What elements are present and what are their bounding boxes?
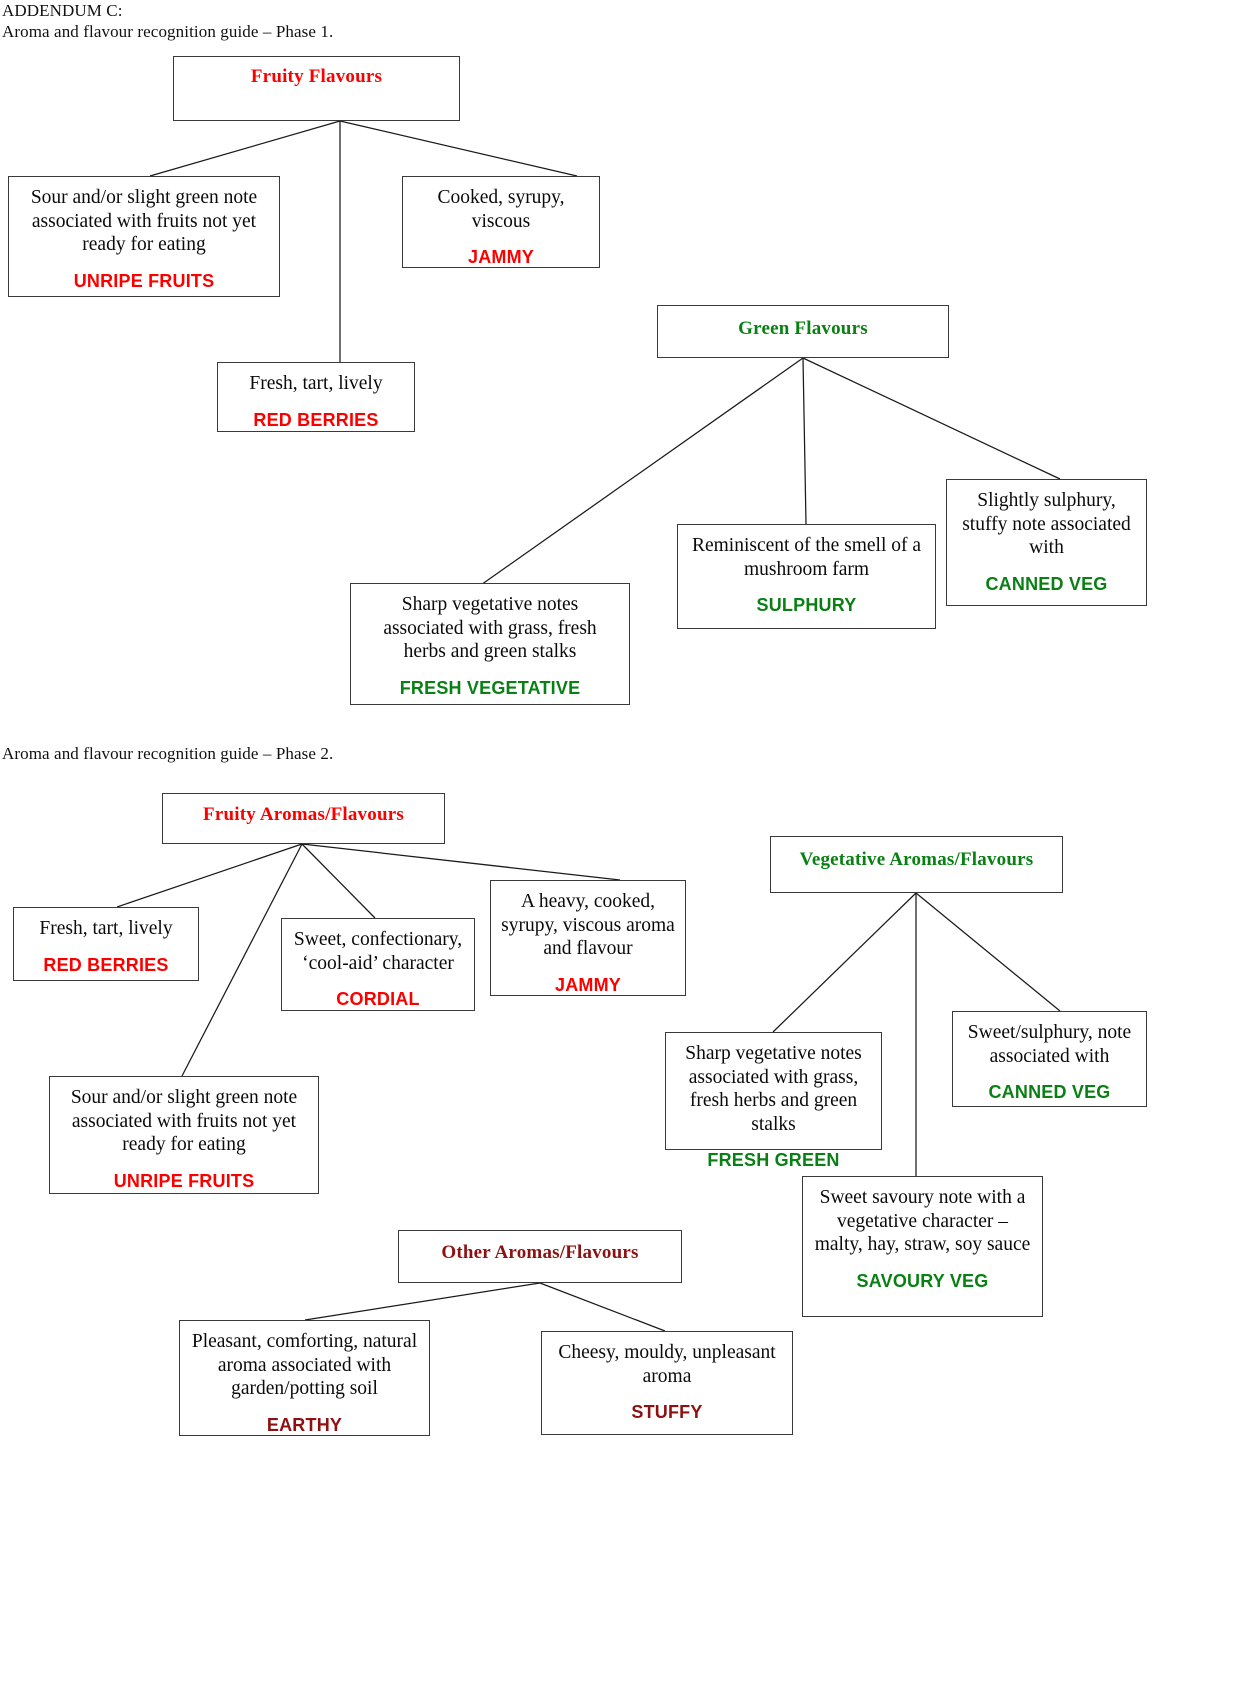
node-jammy-p2[interactable]: A heavy, cooked, syrupy, viscous aroma a…	[490, 880, 686, 996]
node-description: Sweet, confectionary, ‘cool-aid’ charact…	[293, 929, 463, 974]
node-description: Cheesy, mouldy, unpleasant aroma	[558, 1342, 776, 1387]
node-fresh-green-p2[interactable]: Sharp vegetative notes associated with g…	[665, 1032, 882, 1170]
node-unripe-fruits-p2[interactable]: Sour and/or slight green note associated…	[49, 1076, 319, 1194]
node-term: RED BERRIES	[253, 409, 379, 430]
node-title: Vegetative Aromas/Flavours	[799, 849, 1034, 870]
node-fruity-flavours-root[interactable]: Fruity Flavours	[173, 56, 460, 121]
node-title: Other Aromas/Flavours	[441, 1242, 639, 1263]
node-term: STUFFY	[631, 1402, 703, 1422]
node-description: Sweet/sulphury, note associated with	[967, 1022, 1132, 1067]
node-savoury-veg-p2[interactable]: Sweet savoury note with a vegetative cha…	[802, 1176, 1043, 1317]
node-red-berries-p2[interactable]: Fresh, tart, lively RED BERRIES	[13, 907, 199, 981]
node-fresh-vegetative-p1[interactable]: Sharp vegetative notes associated with g…	[350, 583, 630, 705]
node-description: Cooked, syrupy, viscous	[437, 187, 565, 232]
node-other-aromas-root[interactable]: Other Aromas/Flavours	[398, 1230, 682, 1283]
node-fruity-aromas-root[interactable]: Fruity Aromas/Flavours	[162, 793, 445, 844]
node-term: EARTHY	[266, 1414, 343, 1435]
node-description: Pleasant, comforting, natural aroma asso…	[191, 1331, 418, 1399]
node-description: Fresh, tart, lively	[39, 918, 173, 939]
node-description: Slightly sulphury, stuffy note associate…	[962, 490, 1131, 558]
node-green-flavours-root[interactable]: Green Flavours	[657, 305, 949, 358]
phase1-title: Aroma and flavour recognition guide – Ph…	[2, 22, 334, 41]
node-red-berries-p1[interactable]: Fresh, tart, lively RED BERRIES	[217, 362, 415, 432]
node-term: CANNED VEG	[988, 1082, 1111, 1102]
node-jammy-p1[interactable]: Cooked, syrupy, viscous JAMMY	[402, 176, 600, 268]
node-description: Sour and/or slight green note associated…	[70, 1087, 298, 1155]
node-canned-veg-p2[interactable]: Sweet/sulphury, note associated with CAN…	[952, 1011, 1147, 1107]
node-description: Sour and/or slight green note associated…	[30, 187, 258, 255]
node-term: SULPHURY	[756, 595, 857, 615]
node-term: JAMMY	[467, 247, 534, 267]
node-term: UNRIPE FRUITS	[113, 1170, 255, 1191]
node-term: SAVOURY VEG	[856, 1270, 989, 1291]
node-sulphury-p1[interactable]: Reminiscent of the smell of a mushroom f…	[677, 524, 936, 629]
node-description: Fresh, tart, lively	[249, 373, 383, 394]
node-term: RED BERRIES	[43, 954, 169, 975]
node-description: Sharp vegetative notes associated with g…	[383, 594, 597, 662]
phase2-title: Aroma and flavour recognition guide – Ph…	[2, 744, 334, 763]
node-earthy-p2[interactable]: Pleasant, comforting, natural aroma asso…	[179, 1320, 430, 1436]
node-term: UNRIPE FRUITS	[73, 270, 215, 291]
node-description: Reminiscent of the smell of a mushroom f…	[691, 535, 922, 580]
node-term: FRESH VEGETATIVE	[399, 677, 581, 698]
node-description: Sharp vegetative notes associated with g…	[685, 1043, 862, 1135]
node-term: FRESH GREEN	[707, 1150, 840, 1170]
node-term: CORDIAL	[336, 989, 420, 1009]
node-description: Sweet savoury note with a vegetative cha…	[814, 1187, 1031, 1255]
node-term: CANNED VEG	[985, 573, 1108, 594]
node-term: JAMMY	[554, 974, 621, 995]
node-cordial-p2[interactable]: Sweet, confectionary, ‘cool-aid’ charact…	[281, 918, 475, 1011]
node-description: A heavy, cooked, syrupy, viscous aroma a…	[501, 891, 675, 959]
node-title: Fruity Aromas/Flavours	[203, 804, 404, 825]
node-stuffy-p2[interactable]: Cheesy, mouldy, unpleasant aroma STUFFY	[541, 1331, 793, 1435]
node-title: Fruity Flavours	[250, 66, 383, 87]
addendum-label: ADDENDUM C:	[2, 1, 123, 20]
node-vegetative-aromas-root[interactable]: Vegetative Aromas/Flavours	[770, 836, 1063, 893]
node-canned-veg-p1[interactable]: Slightly sulphury, stuffy note associate…	[946, 479, 1147, 606]
node-unripe-fruits-p1[interactable]: Sour and/or slight green note associated…	[8, 176, 280, 297]
node-title: Green Flavours	[738, 318, 868, 339]
